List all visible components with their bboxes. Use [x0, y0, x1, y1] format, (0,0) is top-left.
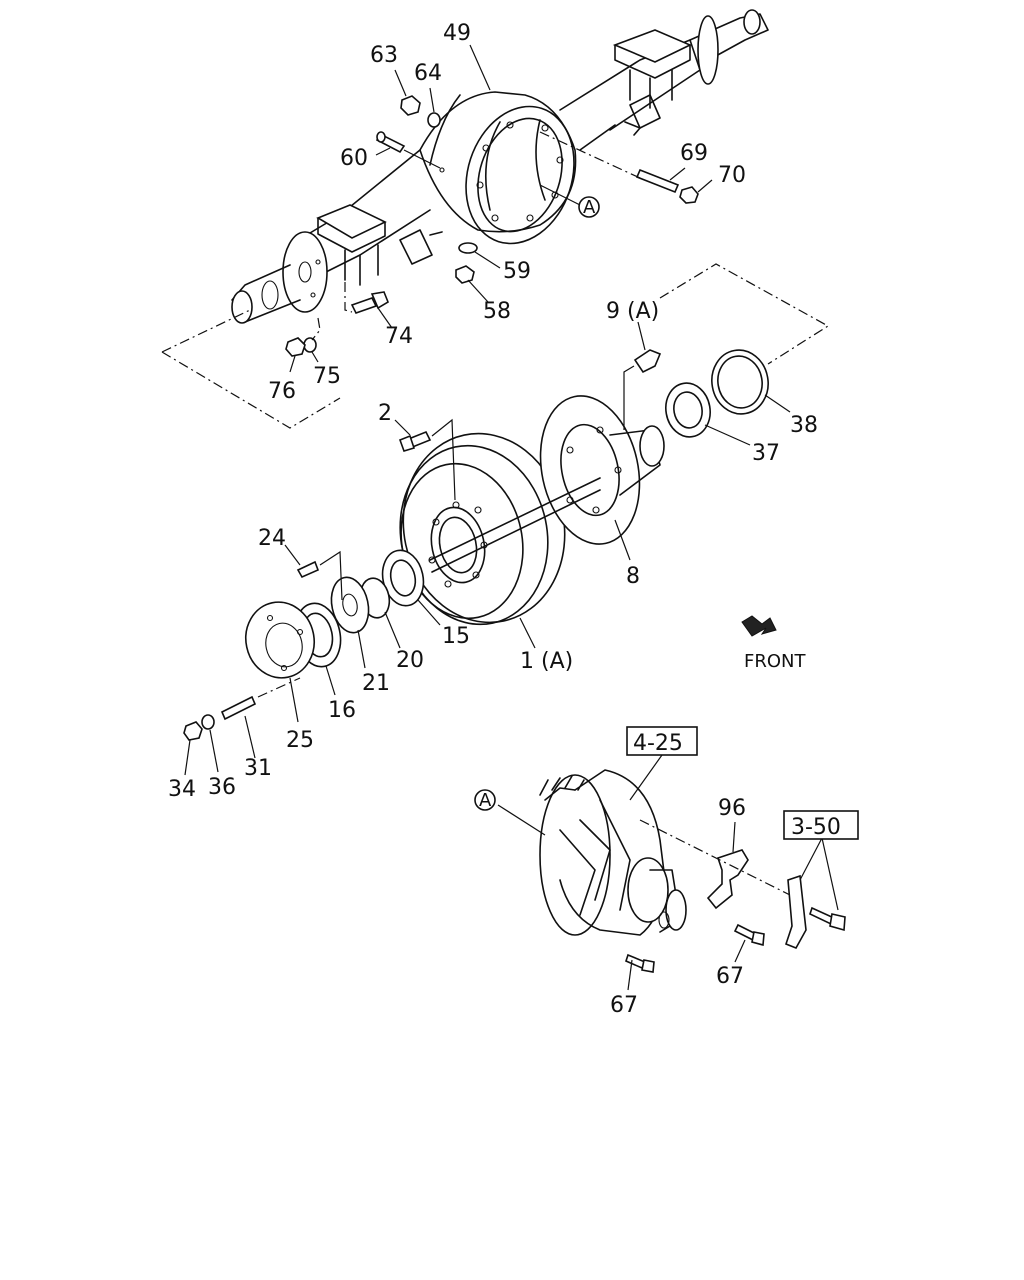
callout-74: 74: [385, 324, 413, 349]
callout-16: 16: [328, 698, 356, 723]
callout-2: 2: [378, 401, 392, 426]
callout-76: 76: [268, 379, 296, 404]
svg-text:4-25: 4-25: [633, 731, 683, 756]
svg-text:3-50: 3-50: [791, 815, 841, 840]
housing-fasteners: [285, 95, 699, 357]
alignment-lines-hub: [659, 263, 830, 365]
callout-63: 63: [370, 43, 398, 68]
front-arrow: [741, 615, 777, 637]
callout-67-lower: 67: [610, 993, 638, 1018]
callout-34: 34: [168, 777, 196, 802]
callout-69: 69: [680, 141, 708, 166]
callout-70: 70: [718, 163, 746, 188]
ref-box-4-25: 4-25: [626, 726, 698, 756]
callout-labels: 49 63 64 60 69 70 59 58 74 75 76 9 (A) 3…: [168, 21, 818, 1018]
callout-20: 20: [396, 648, 424, 673]
callout-24: 24: [258, 526, 286, 551]
circle-marker-a-bottom: A: [474, 789, 496, 811]
differential-carrier: [539, 769, 846, 973]
callout-9a: 9 (A): [606, 299, 659, 324]
front-label: FRONT: [744, 651, 806, 672]
callout-38: 38: [790, 413, 818, 438]
svg-text:A: A: [583, 197, 596, 218]
callout-49: 49: [443, 21, 471, 46]
callout-1a: 1 (A): [520, 649, 573, 674]
callout-64: 64: [414, 61, 442, 86]
leader-lines: [184, 44, 839, 991]
callout-36: 36: [208, 775, 236, 800]
callout-58: 58: [483, 299, 511, 324]
callout-75: 75: [313, 364, 341, 389]
circle-marker-a-top: A: [578, 196, 600, 218]
callout-59: 59: [503, 259, 531, 284]
axle-housing: [231, 9, 769, 324]
alignment-lines-top: [161, 131, 641, 429]
callout-15: 15: [442, 624, 470, 649]
callout-67-right: 67: [716, 964, 744, 989]
callout-21: 21: [362, 671, 390, 696]
callout-31: 31: [244, 756, 272, 781]
ref-box-3-50: 3-50: [783, 810, 859, 840]
hub-drum-assembly: [183, 349, 769, 741]
callout-37: 37: [752, 441, 780, 466]
svg-text:A: A: [479, 790, 492, 811]
callout-96: 96: [718, 796, 746, 821]
callout-60: 60: [340, 146, 368, 171]
callout-25: 25: [286, 728, 314, 753]
callout-8: 8: [626, 564, 640, 589]
